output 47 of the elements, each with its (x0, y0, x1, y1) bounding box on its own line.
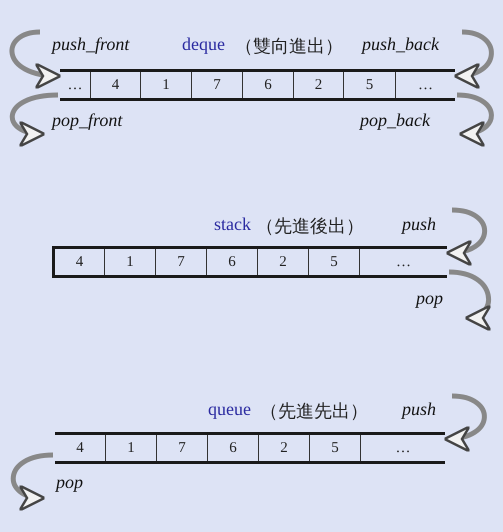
array-element: 1 (105, 435, 156, 461)
array-element: 1 (104, 249, 155, 275)
edge-label: push (402, 399, 436, 420)
array-element: … (359, 249, 447, 275)
structure-description: （先進後出） (256, 215, 364, 238)
array-element: 5 (309, 435, 360, 461)
array-bar (55, 432, 445, 464)
curved-arrow (10, 92, 58, 146)
edge-label: pop_front (52, 110, 122, 131)
array-element: 7 (155, 249, 206, 275)
array-element: 5 (343, 72, 395, 98)
array-element: 6 (206, 249, 257, 275)
array-element: 7 (191, 72, 242, 98)
curved-arrow (456, 92, 494, 146)
structure-name: queue (208, 399, 251, 420)
structure-description: （先進先出） (260, 400, 368, 423)
array-element: 5 (308, 249, 359, 275)
array-element: 4 (90, 72, 140, 98)
curved-arrow (10, 30, 62, 88)
edge-label: push_front (52, 34, 130, 55)
array-element: 4 (74, 252, 84, 272)
curved-arrow (448, 270, 494, 329)
edge-label: pop (416, 288, 443, 309)
array-element: 2 (257, 249, 308, 275)
curved-arrow (443, 394, 487, 452)
array-element: 1 (140, 72, 191, 98)
array-element: 6 (207, 435, 258, 461)
structure-name: stack (214, 214, 251, 235)
curved-arrow (10, 452, 54, 510)
structure-name: deque (182, 34, 225, 55)
array-element: 2 (258, 435, 309, 461)
array-bar (52, 246, 447, 278)
edge-label: push (402, 214, 436, 235)
edge-label: pop (56, 472, 83, 493)
array-element: 4 (75, 438, 85, 458)
array-element: … (66, 76, 84, 94)
curved-arrow (453, 30, 494, 88)
edge-label: pop_back (360, 110, 430, 131)
array-element: 7 (156, 435, 207, 461)
array-element: 6 (242, 72, 293, 98)
array-bar (60, 69, 455, 101)
array-element: 2 (293, 72, 343, 98)
curved-arrow (445, 208, 488, 265)
array-element: … (360, 435, 445, 461)
array-element: … (395, 72, 455, 98)
edge-label: push_back (362, 34, 439, 55)
structure-description: （雙向進出） (235, 35, 343, 58)
